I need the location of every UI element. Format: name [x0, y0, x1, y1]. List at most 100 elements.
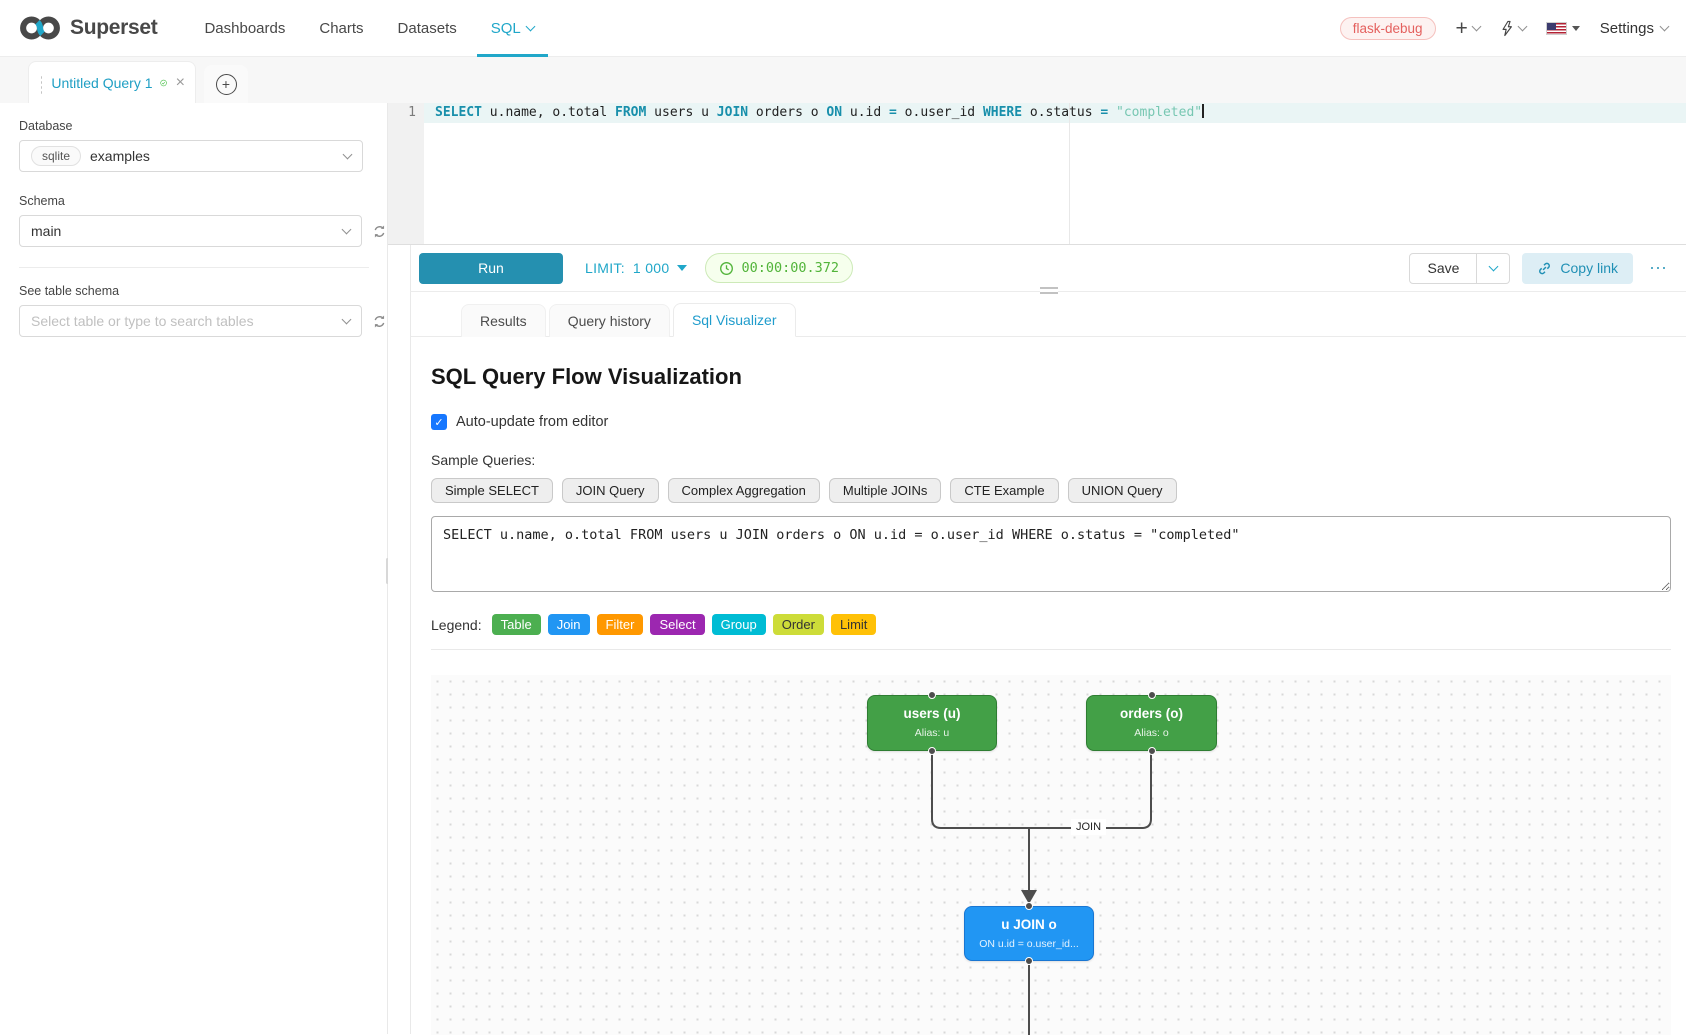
limit-value: 1 000: [633, 260, 670, 276]
checkbox-checked-icon[interactable]: ✓: [431, 414, 447, 430]
nav-item-dashboards[interactable]: Dashboards: [187, 0, 302, 57]
chevron-down-icon: [342, 225, 352, 235]
sample-complex-aggregation-button[interactable]: Complex Aggregation: [668, 478, 820, 503]
save-options-button[interactable]: [1477, 253, 1510, 284]
join-edge-label: JOIN: [1071, 819, 1106, 835]
editor-gutter: 1: [388, 103, 424, 244]
drag-handle-icon[interactable]: [41, 81, 42, 84]
environment-badge: flask-debug: [1340, 17, 1436, 40]
node-handle[interactable]: [928, 747, 936, 755]
sample-queries-label: Sample Queries:: [431, 452, 1671, 468]
pane-resize-handle[interactable]: [1040, 287, 1058, 294]
auto-update-label: Auto-update from editor: [456, 414, 608, 430]
node-handle[interactable]: [928, 691, 936, 699]
table-select[interactable]: Select table or type to search tables: [19, 305, 362, 337]
sqllab-left-sidebar: Database sqlite examples Schema main See…: [0, 103, 388, 1034]
legend-row: Legend: Table Join Filter Select Group O…: [431, 614, 1671, 635]
sql-visualizer-panel: SQL Query Flow Visualization ✓ Auto-upda…: [411, 337, 1686, 1035]
flow-node-orders[interactable]: orders (o) Alias: o: [1086, 695, 1217, 751]
schema-label: Schema: [19, 194, 387, 208]
sql-editor[interactable]: 1 SELECT u.name, o.total FROM users u JO…: [388, 103, 1686, 245]
sqllab-main: 1 SELECT u.name, o.total FROM users u JO…: [388, 103, 1686, 1034]
database-value: examples: [90, 148, 150, 164]
database-select[interactable]: sqlite examples: [19, 140, 363, 172]
sample-query-buttons: Simple SELECT JOIN Query Complex Aggrega…: [431, 478, 1671, 503]
sample-union-query-button[interactable]: UNION Query: [1068, 478, 1177, 503]
timer-value: 00:00:00.372: [741, 260, 839, 276]
sql-toolbar: Run LIMIT: 1 000 00:00:00.372 Save: [410, 245, 1686, 292]
print-margin-line: [1069, 103, 1070, 244]
node-handle[interactable]: [1025, 902, 1033, 910]
query-input[interactable]: SELECT u.name, o.total FROM users u JOIN…: [431, 516, 1671, 592]
nav-item-charts[interactable]: Charts: [302, 0, 380, 57]
limit-label: LIMIT:: [585, 260, 625, 276]
us-flag-icon: [1546, 22, 1567, 35]
auto-update-checkbox-row[interactable]: ✓ Auto-update from editor: [431, 414, 1671, 430]
check-circle-icon: [160, 75, 167, 91]
caret-down-icon: [677, 265, 687, 271]
node-subtitle: Alias: u: [868, 727, 996, 739]
settings-menu[interactable]: Settings: [1600, 20, 1668, 37]
node-title: orders (o): [1087, 706, 1216, 721]
sample-join-query-button[interactable]: JOIN Query: [562, 478, 659, 503]
tab-sql-visualizer[interactable]: Sql Visualizer: [673, 303, 796, 337]
chevron-down-icon: [1660, 22, 1670, 32]
legend-badge-filter: Filter: [597, 614, 644, 635]
clock-icon: [719, 261, 734, 276]
sample-cte-example-button[interactable]: CTE Example: [950, 478, 1058, 503]
table-schema-label: See table schema: [19, 284, 387, 298]
south-pane: Results Query history Sql Visualizer SQL…: [410, 292, 1686, 1034]
language-picker[interactable]: [1546, 22, 1580, 35]
node-subtitle: ON u.id = o.user_id...: [965, 938, 1093, 950]
refresh-tables-icon[interactable]: [372, 314, 387, 329]
sample-simple-select-button[interactable]: Simple SELECT: [431, 478, 553, 503]
code-line: SELECT u.name, o.total FROM users u JOIN…: [424, 103, 1686, 123]
query-timer: 00:00:00.372: [705, 253, 853, 283]
copy-link-button[interactable]: Copy link: [1522, 253, 1633, 284]
limit-dropdown[interactable]: LIMIT: 1 000: [585, 260, 687, 276]
database-label: Database: [19, 119, 387, 133]
query-tab-untitled-query-1[interactable]: Untitled Query 1 ×: [28, 61, 196, 103]
tab-results[interactable]: Results: [461, 304, 546, 337]
query-tab-label: Untitled Query 1: [51, 75, 152, 91]
node-handle[interactable]: [1148, 691, 1156, 699]
lightning-icon: [1500, 20, 1514, 37]
chevron-down-icon: [342, 315, 352, 325]
sidebar-divider: [19, 267, 369, 268]
new-item-menu[interactable]: +: [1456, 18, 1480, 39]
editor-code-area[interactable]: SELECT u.name, o.total FROM users u JOIN…: [424, 103, 1686, 244]
sample-multiple-joins-button[interactable]: Multiple JOINs: [829, 478, 942, 503]
save-split-button: Save: [1409, 253, 1510, 284]
legend-badge-table: Table: [492, 614, 541, 635]
legend-badge-limit: Limit: [831, 614, 876, 635]
chevron-down-icon: [525, 22, 535, 32]
flow-node-users[interactable]: users (u) Alias: u: [867, 695, 997, 751]
brand-name: Superset: [70, 16, 157, 40]
save-button[interactable]: Save: [1409, 253, 1477, 284]
infinity-logo-icon: [18, 13, 62, 43]
node-handle[interactable]: [1148, 747, 1156, 755]
legend-badge-order: Order: [773, 614, 824, 635]
tab-query-history[interactable]: Query history: [549, 304, 670, 337]
run-button[interactable]: Run: [419, 253, 563, 284]
query-search-menu[interactable]: [1500, 20, 1526, 37]
close-tab-icon[interactable]: ×: [176, 74, 185, 92]
flow-edges: [431, 675, 1652, 1035]
legend-label: Legend:: [431, 617, 482, 633]
refresh-schemas-icon[interactable]: [372, 224, 387, 239]
legend-badge-select: Select: [650, 614, 704, 635]
navbar-right: flask-debug + Settings: [1340, 17, 1668, 40]
new-query-tab-button[interactable]: +: [204, 65, 248, 103]
superset-logo[interactable]: Superset: [18, 13, 157, 43]
node-title: users (u): [868, 706, 996, 721]
nav-item-sql[interactable]: SQL: [474, 0, 551, 57]
node-subtitle: Alias: o: [1087, 727, 1216, 739]
more-actions-icon[interactable]: ⋯: [1645, 258, 1672, 279]
nav-item-datasets[interactable]: Datasets: [381, 0, 474, 57]
chevron-down-icon: [1488, 262, 1498, 272]
flow-node-join[interactable]: u JOIN o ON u.id = o.user_id...: [964, 906, 1094, 961]
schema-select[interactable]: main: [19, 215, 362, 247]
table-select-placeholder: Select table or type to search tables: [31, 313, 254, 329]
node-handle[interactable]: [1025, 957, 1033, 965]
query-flow-canvas[interactable]: users (u) Alias: u orders (o) Alias: o u…: [431, 675, 1671, 1035]
